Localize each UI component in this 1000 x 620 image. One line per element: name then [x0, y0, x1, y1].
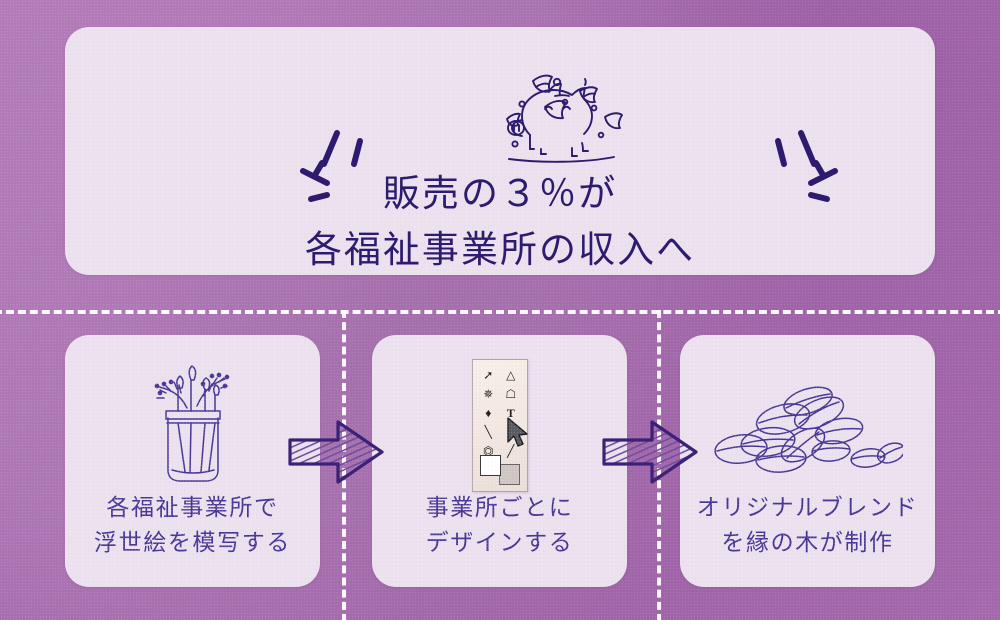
step-card-1: 各福祉事業所で 浮世絵を模写する: [65, 335, 320, 587]
dashed-line-horizontal: [0, 310, 1000, 314]
coffee-beans-icon: [680, 353, 935, 498]
step-card-2-label: 事業所ごとに デザインする: [425, 495, 574, 556]
lasso-tool-icon[interactable]: △: [506, 368, 516, 382]
tool-palette[interactable]: ➚ △ ✵ ☖ ♦ T ╲ ○ ⏣ ╱: [471, 359, 528, 492]
type-tool-icon[interactable]: T: [506, 406, 515, 420]
piggy-bank-icon: [489, 65, 639, 175]
step-card-3-label: オリジナルブレンド を縁の木が制作: [696, 495, 919, 556]
arrow-right-step1-to-step2-icon: [286, 416, 386, 493]
mouse-cursor-icon: [506, 417, 532, 454]
bucket-tool-icon[interactable]: ⏣: [483, 444, 494, 458]
step-card-2: ➚ △ ✵ ☖ ♦ T ╲ ○ ⏣ ╱ 事業所ごとに デザインする: [372, 335, 627, 587]
sparkle-left-icon: [293, 119, 379, 220]
sparkle-right-icon: [759, 119, 845, 220]
step-card-1-label: 各福祉事業所で 浮世絵を模写する: [94, 495, 291, 556]
hero-card: 販売の３％が 各福祉事業所の収入へ: [65, 27, 935, 275]
hero-heading: 販売の３％が 各福祉事業所の収入へ: [304, 174, 696, 272]
gradient-tool-icon[interactable]: ♦: [485, 406, 492, 420]
magic-wand-tool-icon[interactable]: ✵: [483, 387, 494, 401]
pencil-tool-icon[interactable]: ╱: [507, 444, 515, 458]
foreground-color-swatch[interactable]: [479, 455, 501, 476]
stamp-tool-icon[interactable]: ☖: [505, 387, 517, 401]
step-card-3: オリジナルブレンド を縁の木が制作: [680, 335, 935, 587]
background-color-swatch[interactable]: [498, 464, 520, 485]
arrow-right-step2-to-step3-icon: [600, 416, 700, 493]
move-tool-icon[interactable]: ➚: [483, 368, 494, 382]
line-tool-icon[interactable]: ╲: [484, 425, 492, 439]
jar-with-paintbrushes-icon: [65, 353, 320, 498]
photoshop-tool-palette-icon: ➚ △ ✵ ☖ ♦ T ╲ ○ ⏣ ╱: [372, 353, 627, 498]
color-swatches[interactable]: [479, 455, 520, 485]
